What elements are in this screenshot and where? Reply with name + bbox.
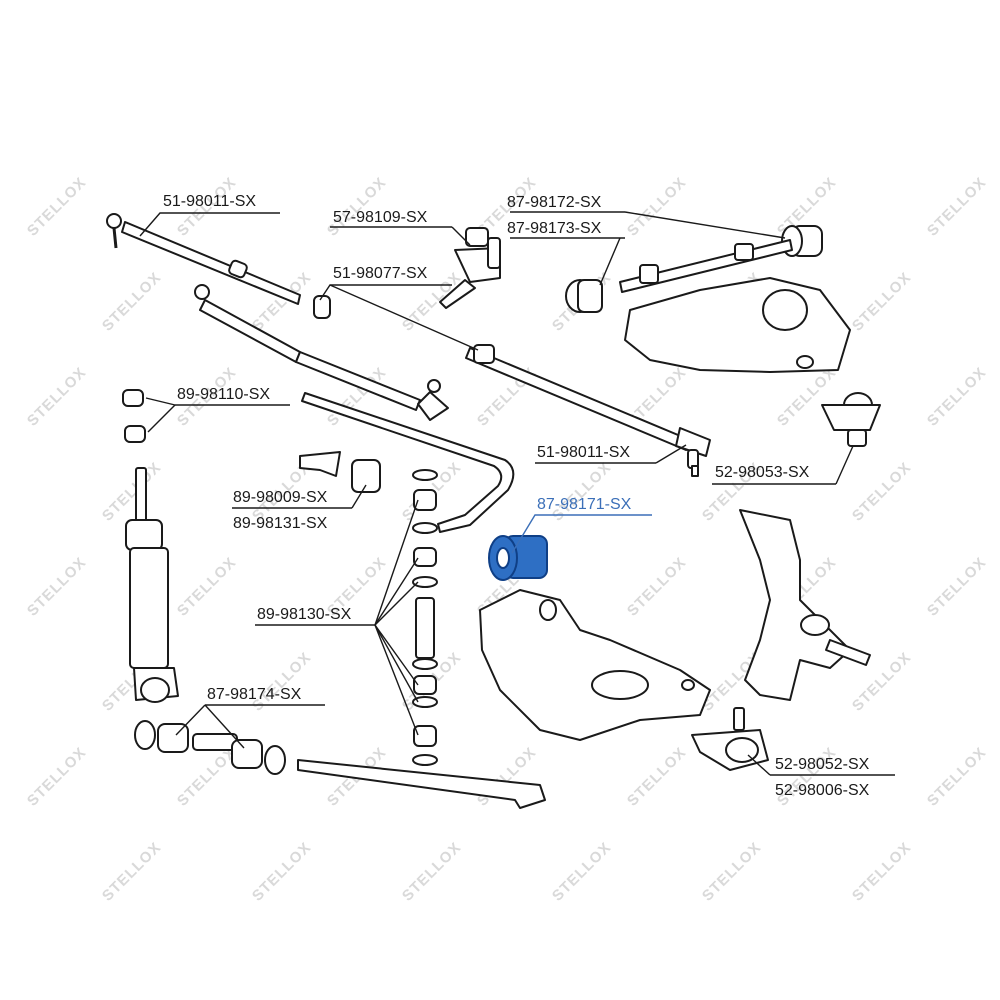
label-87-98171-SX: 87-98171-SX [537, 496, 632, 513]
center-link [194, 284, 691, 451]
label-87-98173-SX: 87-98173-SX [507, 220, 602, 237]
label-87-98174-SX: 87-98174-SX [207, 686, 302, 703]
label-52-98006-SX: 52-98006-SX [775, 782, 870, 799]
watermark-text: STELLOX [924, 174, 990, 240]
watermark-text: STELLOX [324, 174, 390, 240]
watermark-text: STELLOX [174, 554, 240, 620]
watermark-text: STELLOX [624, 174, 690, 240]
watermark-text: STELLOX [924, 744, 990, 810]
watermark-text: STELLOX [924, 554, 990, 620]
shock-absorber [125, 467, 179, 703]
strut-rod-bushings [134, 720, 546, 809]
watermark-text: STELLOX [249, 839, 315, 905]
label-52-98053-SX: 52-98053-SX [715, 464, 810, 481]
lower-ball-joint [691, 707, 769, 771]
watermark-text: STELLOX [849, 269, 915, 335]
watermark-text: STELLOX [24, 744, 90, 810]
upper-ball-joint [821, 392, 881, 447]
label-89-98131-SX: 89-98131-SX [233, 515, 328, 532]
watermark-text: STELLOX [699, 839, 765, 905]
steering-knuckle [739, 509, 871, 701]
label-51-98011-SX-top: 51-98011-SX [163, 193, 256, 210]
watermark-text: STELLOX [849, 459, 915, 525]
watermark-text: STELLOX [24, 554, 90, 620]
watermark-text: STELLOX [99, 459, 165, 525]
label-87-98172-SX: 87-98172-SX [507, 194, 602, 211]
leader-lines [139, 211, 895, 776]
label-51-98077-SX: 51-98077-SX [333, 265, 428, 282]
lower-control-arm [479, 589, 711, 741]
stabilizer-bar [299, 392, 515, 533]
watermark-text: STELLOX [99, 839, 165, 905]
watermark-text: STELLOX [174, 744, 240, 810]
watermark-text: STELLOX [99, 269, 165, 335]
watermark-text: STELLOX [624, 744, 690, 810]
label-89-98009-SX: 89-98009-SX [233, 489, 328, 506]
label-89-98130-SX: 89-98130-SX [257, 606, 352, 623]
idler-arm [439, 227, 501, 309]
part-labels: 51-98011-SX 57-98109-SX 87-98172-SX 87-9… [163, 193, 870, 799]
watermark-text: STELLOX [24, 364, 90, 430]
watermark-text: STELLOX [399, 839, 465, 905]
watermark-text: STELLOX [624, 554, 690, 620]
watermark-text: STELLOX [549, 839, 615, 905]
watermark-text: STELLOX [24, 174, 90, 240]
watermark-text: STELLOX [924, 364, 990, 430]
tie-rod-top [106, 213, 331, 319]
stabilizer-bushings-small [122, 389, 146, 443]
watermark-text: STELLOX [774, 744, 840, 810]
label-57-98109-SX: 57-98109-SX [333, 209, 428, 226]
label-51-98011-SX-mid: 51-98011-SX [537, 444, 630, 461]
label-52-98052-SX: 52-98052-SX [775, 756, 870, 773]
label-89-98110-SX: 89-98110-SX [177, 386, 270, 403]
watermark-text: STELLOX [849, 839, 915, 905]
highlighted-bushing [488, 535, 548, 581]
upper-control-arm [565, 225, 851, 373]
stabilizer-link-stack [412, 469, 438, 766]
tie-rod-end-right [675, 427, 711, 477]
